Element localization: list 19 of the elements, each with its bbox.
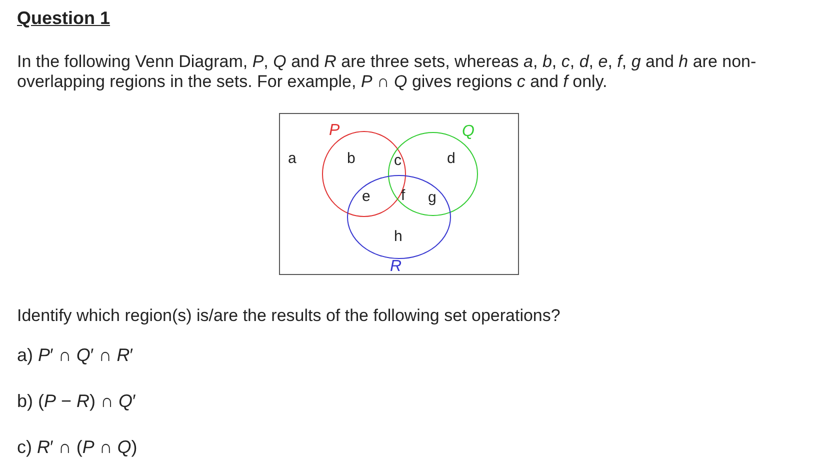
region-letter: g — [428, 189, 436, 207]
sub-question: b) (P − R) ∩ Q′ — [17, 391, 136, 413]
region-letter: d — [447, 150, 456, 168]
region-letter: a — [288, 150, 296, 168]
region-letter: h — [394, 228, 402, 246]
set-circle — [347, 175, 451, 259]
universal-set-box — [279, 113, 519, 275]
region-letter: f — [401, 187, 406, 205]
region-letter: e — [362, 188, 370, 206]
region-letter: b — [347, 150, 356, 168]
region-letter: c — [394, 152, 402, 170]
sub-question: c) R′ ∩ (P ∩ Q) — [17, 437, 138, 459]
question-text: Identify which region(s) is/are the results of the following set operations? — [17, 306, 560, 326]
set-label: P — [329, 122, 340, 140]
set-label: R — [390, 258, 402, 276]
question-heading: Question 1 — [17, 8, 110, 29]
sub-question: a) P′ ∩ Q′ ∩ R′ — [17, 345, 134, 367]
question-text: In the following Venn Diagram, P, Q and R are three sets, whereas a, b, c, d, e, f, g and h are non-overlapping regions in the sets. For example, P ∩ Q gives regions c and f only. — [17, 52, 758, 93]
set-label: Q — [462, 123, 474, 141]
